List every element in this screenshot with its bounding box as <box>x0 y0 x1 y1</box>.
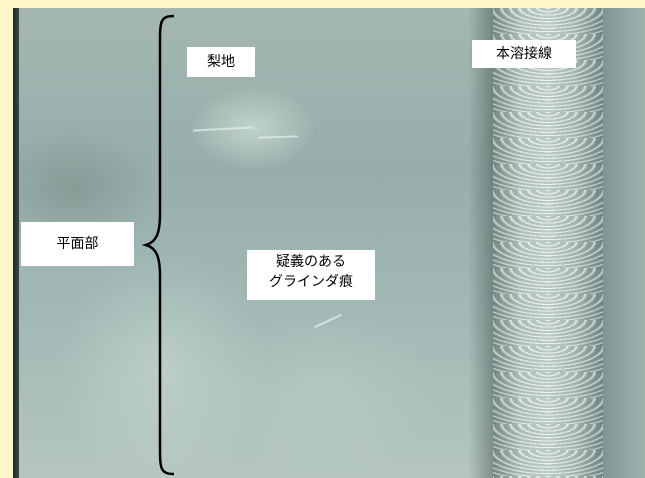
base-metal-label: 梨地 <box>187 47 255 77</box>
surface-streak <box>257 135 299 139</box>
weld-photo <box>13 8 645 478</box>
curly-brace <box>142 14 175 476</box>
grinding-mark-line1: 疑義のある <box>276 254 346 270</box>
grinding-area <box>203 308 443 478</box>
surface-streak <box>192 126 254 132</box>
weld-line-label: 本溶接線 <box>472 40 576 68</box>
grinding-mark-label: 疑義のある グラインダ痕 <box>247 250 375 300</box>
flat-part-label: 平面部 <box>21 222 134 266</box>
left-edge-shadow <box>13 8 19 478</box>
grinding-mark-line2: グラインダ痕 <box>269 274 353 290</box>
weld-right-surface <box>603 8 645 478</box>
weld-bead <box>493 8 603 478</box>
